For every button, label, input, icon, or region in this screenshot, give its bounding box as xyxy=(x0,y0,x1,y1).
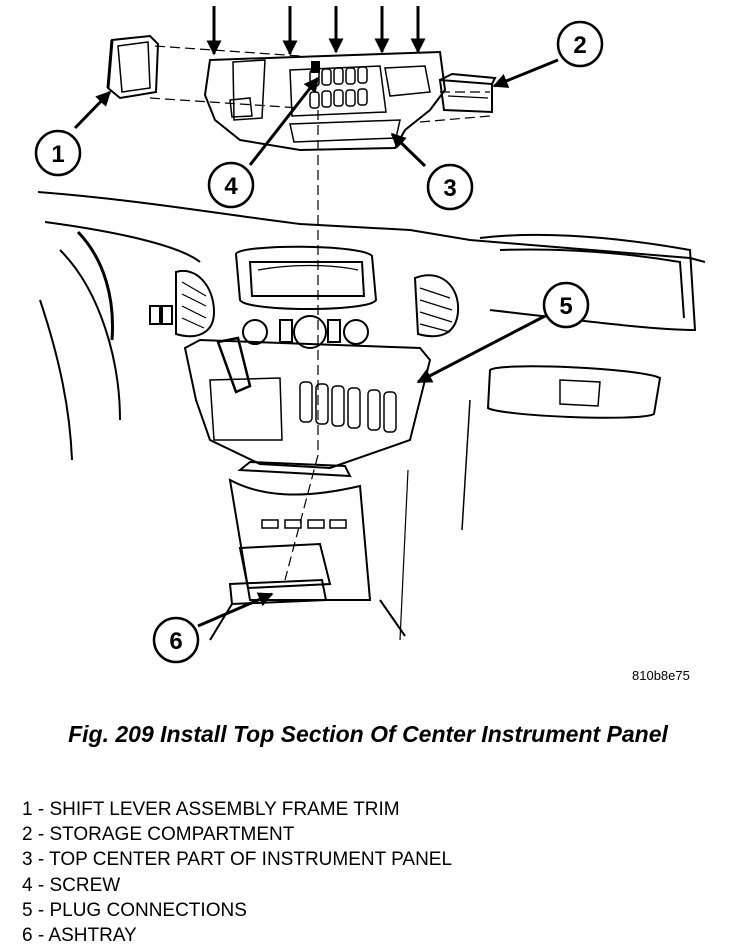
callout-leader-lines xyxy=(73,58,559,628)
top-center-panel-drawing xyxy=(203,50,447,152)
figure-reference-code: 810b8e75 xyxy=(632,668,690,683)
callout-2-leader xyxy=(492,58,559,88)
callout-6-number: 6 xyxy=(169,628,182,655)
callout-6: 6 xyxy=(152,616,200,664)
legend-item-6: 6 - ASHTRAY xyxy=(22,925,137,947)
figure-caption: Fig. 209 Install Top Section Of Center I… xyxy=(68,721,668,747)
install-direction-arrows xyxy=(206,6,426,56)
storage-compartment-drawing xyxy=(438,72,497,114)
callout-4: 4 xyxy=(207,161,255,209)
callout-1-leader xyxy=(73,90,112,130)
legend-item-3: 3 - TOP CENTER PART OF INSTRUMENT PANEL xyxy=(22,849,453,871)
callout-3: 3 xyxy=(426,163,474,211)
callout-4-leader xyxy=(248,76,320,166)
legend-item-1: 1 - SHIFT LEVER ASSEMBLY FRAME TRIM xyxy=(22,799,400,820)
shift-lever-frame-trim-drawing xyxy=(106,34,160,100)
callout-3-leader xyxy=(390,132,427,168)
callout-6-leader xyxy=(197,592,274,628)
callout-5-leader xyxy=(416,314,546,384)
callout-5-number: 5 xyxy=(559,293,572,320)
alignment-lines xyxy=(149,45,491,581)
legend-item-4: 4 - SCREW xyxy=(22,874,121,896)
callout-1: 1 xyxy=(34,129,82,177)
callout-2: 2 xyxy=(556,20,604,68)
callout-2-number: 2 xyxy=(573,32,586,59)
callout-4-number: 4 xyxy=(224,173,238,200)
callout-3-number: 3 xyxy=(443,175,456,202)
callout-1-number: 1 xyxy=(51,141,64,168)
callout-5: 5 xyxy=(542,281,590,329)
instrument-panel-diagram: 1 2 3 4 5 6 xyxy=(34,6,706,664)
dashboard-drawing xyxy=(37,191,706,641)
legend-item-5: 5 - PLUG CONNECTIONS xyxy=(22,899,247,921)
legend-item-2: 2 - STORAGE COMPARTMENT xyxy=(22,824,295,846)
legend-list: 1 - SHIFT LEVER ASSEMBLY FRAME TRIM 2 - … xyxy=(22,797,452,948)
